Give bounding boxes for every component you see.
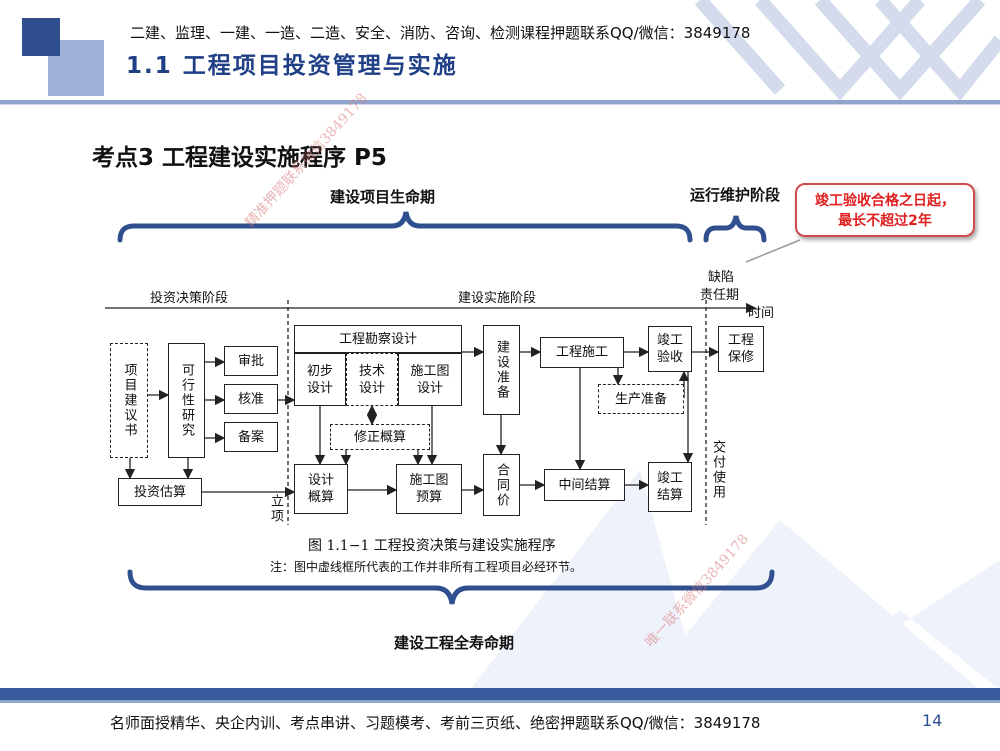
stage-defect-label-1: 缺陷 xyxy=(708,270,735,285)
figure-caption: 图 1.1−1 工程投资决策与建设实施程序 xyxy=(308,538,556,554)
node-completion-accept: 竣工验收 xyxy=(648,326,692,372)
node-build-prep: 建设准备 xyxy=(483,325,520,415)
footer-notice: 名师面授精华、央企内训、考点串讲、习题模考、考前三页纸、绝密押题联系QQ/微信：… xyxy=(110,714,761,732)
label-operation-stage: 运行维护阶段 xyxy=(690,186,781,204)
node-completion-settle: 竣工结算 xyxy=(648,462,692,512)
node-approve: 审批 xyxy=(224,346,278,376)
callout-bubble: 竣工验收合格之日起， 最长不超过2年 xyxy=(795,183,975,237)
node-prelim-design: 初步设计 xyxy=(294,353,346,406)
label-project-lifecycle: 建设项目生命期 xyxy=(330,188,436,206)
node-verify: 核准 xyxy=(224,384,278,414)
node-revised-budget: 修正概算 xyxy=(330,424,430,450)
header-notice: 二建、监理、一建、一造、二造、安全、消防、咨询、检测课程押题联系QQ/微信：38… xyxy=(130,24,751,42)
slide-title: 1.1 工程项目投资管理与实施 xyxy=(126,53,458,79)
callout-line1: 竣工验收合格之日起， xyxy=(815,193,955,209)
node-interim-settle: 中间结算 xyxy=(544,469,625,501)
node-construction: 工程施工 xyxy=(540,337,624,368)
label-full-lifecycle: 建设工程全寿命期 xyxy=(394,634,515,652)
bracket-full-lifecycle xyxy=(127,569,775,605)
lixiang-label: 立项 xyxy=(268,494,283,524)
node-design-budget: 设计概算 xyxy=(294,464,348,514)
node-record: 备案 xyxy=(224,422,278,452)
stage-defect-label-2: 责任期 xyxy=(700,288,740,303)
page-number: 14 xyxy=(922,711,943,730)
node-contract-price: 合同价 xyxy=(483,454,520,516)
node-tech-design: 技术设计 xyxy=(346,353,398,406)
bracket-project-lifecycle xyxy=(117,211,693,243)
bracket-operation-stage xyxy=(703,215,767,243)
jiaofu-label: 交付使用 xyxy=(710,440,725,500)
section-title: 考点3 工程建设实施程序 P5 xyxy=(92,145,387,171)
node-drawing-budget: 施工图预算 xyxy=(396,464,462,514)
header-rule-thin xyxy=(0,104,1000,105)
node-estimate: 投资估算 xyxy=(118,478,202,506)
node-maintenance: 工程保修 xyxy=(718,326,764,372)
stage-invest-label: 投资决策阶段 xyxy=(150,291,229,306)
stage-construct-label: 建设实施阶段 xyxy=(458,291,537,306)
footer-bar-thin xyxy=(0,700,1000,703)
node-production-prep: 生产准备 xyxy=(598,384,684,414)
callout-line2: 最长不超过2年 xyxy=(838,213,932,229)
node-construct-drawing: 施工图设计 xyxy=(398,353,462,406)
node-survey-design: 工程勘察设计 xyxy=(294,325,462,353)
node-proposal: 项目建议书 xyxy=(110,343,148,458)
footer-bar xyxy=(0,688,1000,700)
figure-note: 注：图中虚线框所代表的工作并非所有工程项目必经环节。 xyxy=(270,560,583,574)
callout-pointer xyxy=(745,239,801,263)
header-deco-square-dark xyxy=(22,18,60,56)
node-feasibility: 可行性研究 xyxy=(168,343,205,458)
time-label: 时间 xyxy=(748,306,775,321)
header-rule xyxy=(0,100,1000,104)
